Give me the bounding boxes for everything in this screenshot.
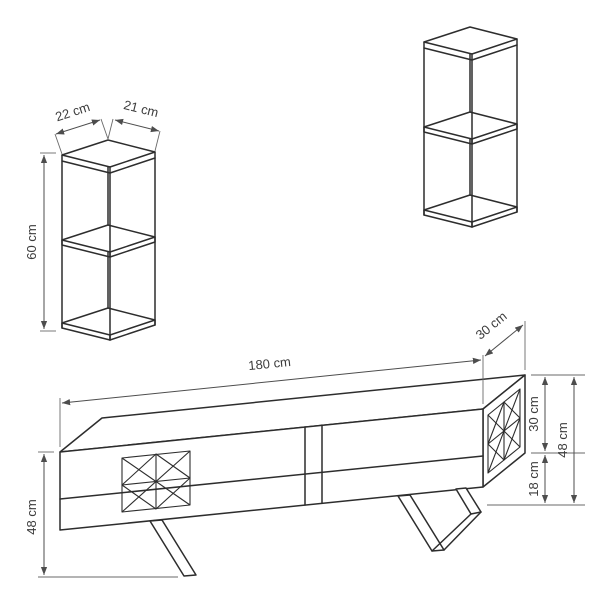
leg-left [149, 519, 197, 577]
tv-stand-dimensions: 180 cm 30 cm 48 cm 30 cm 18 cm 48 cm [24, 309, 585, 578]
dim-label-stand-width: 180 cm [248, 354, 292, 373]
lattice-panel-right [487, 388, 521, 474]
lattice-panel-left [121, 450, 191, 513]
dim-label-stand-body-height: 30 cm [526, 396, 541, 431]
shelf-unit-left-dimensions: 60 cm 22 cm 21 cm [24, 97, 161, 332]
dim-label-shelf-width: 21 cm [122, 97, 160, 120]
tv-stand [59, 374, 526, 577]
dim-label-stand-depth: 30 cm [473, 309, 510, 343]
dim-label-shelf-depth: 22 cm [53, 99, 91, 124]
sliding-doors [59, 424, 484, 506]
dim-label-shelf-height: 60 cm [24, 224, 39, 259]
dim-label-stand-left-height: 48 cm [24, 499, 39, 534]
dim-label-stand-leg-height: 18 cm [526, 461, 541, 496]
leg-right [397, 487, 482, 552]
dim-label-stand-total-height: 48 cm [555, 422, 570, 457]
shelf-unit-left [61, 139, 156, 341]
shelf-unit-right [423, 26, 518, 228]
